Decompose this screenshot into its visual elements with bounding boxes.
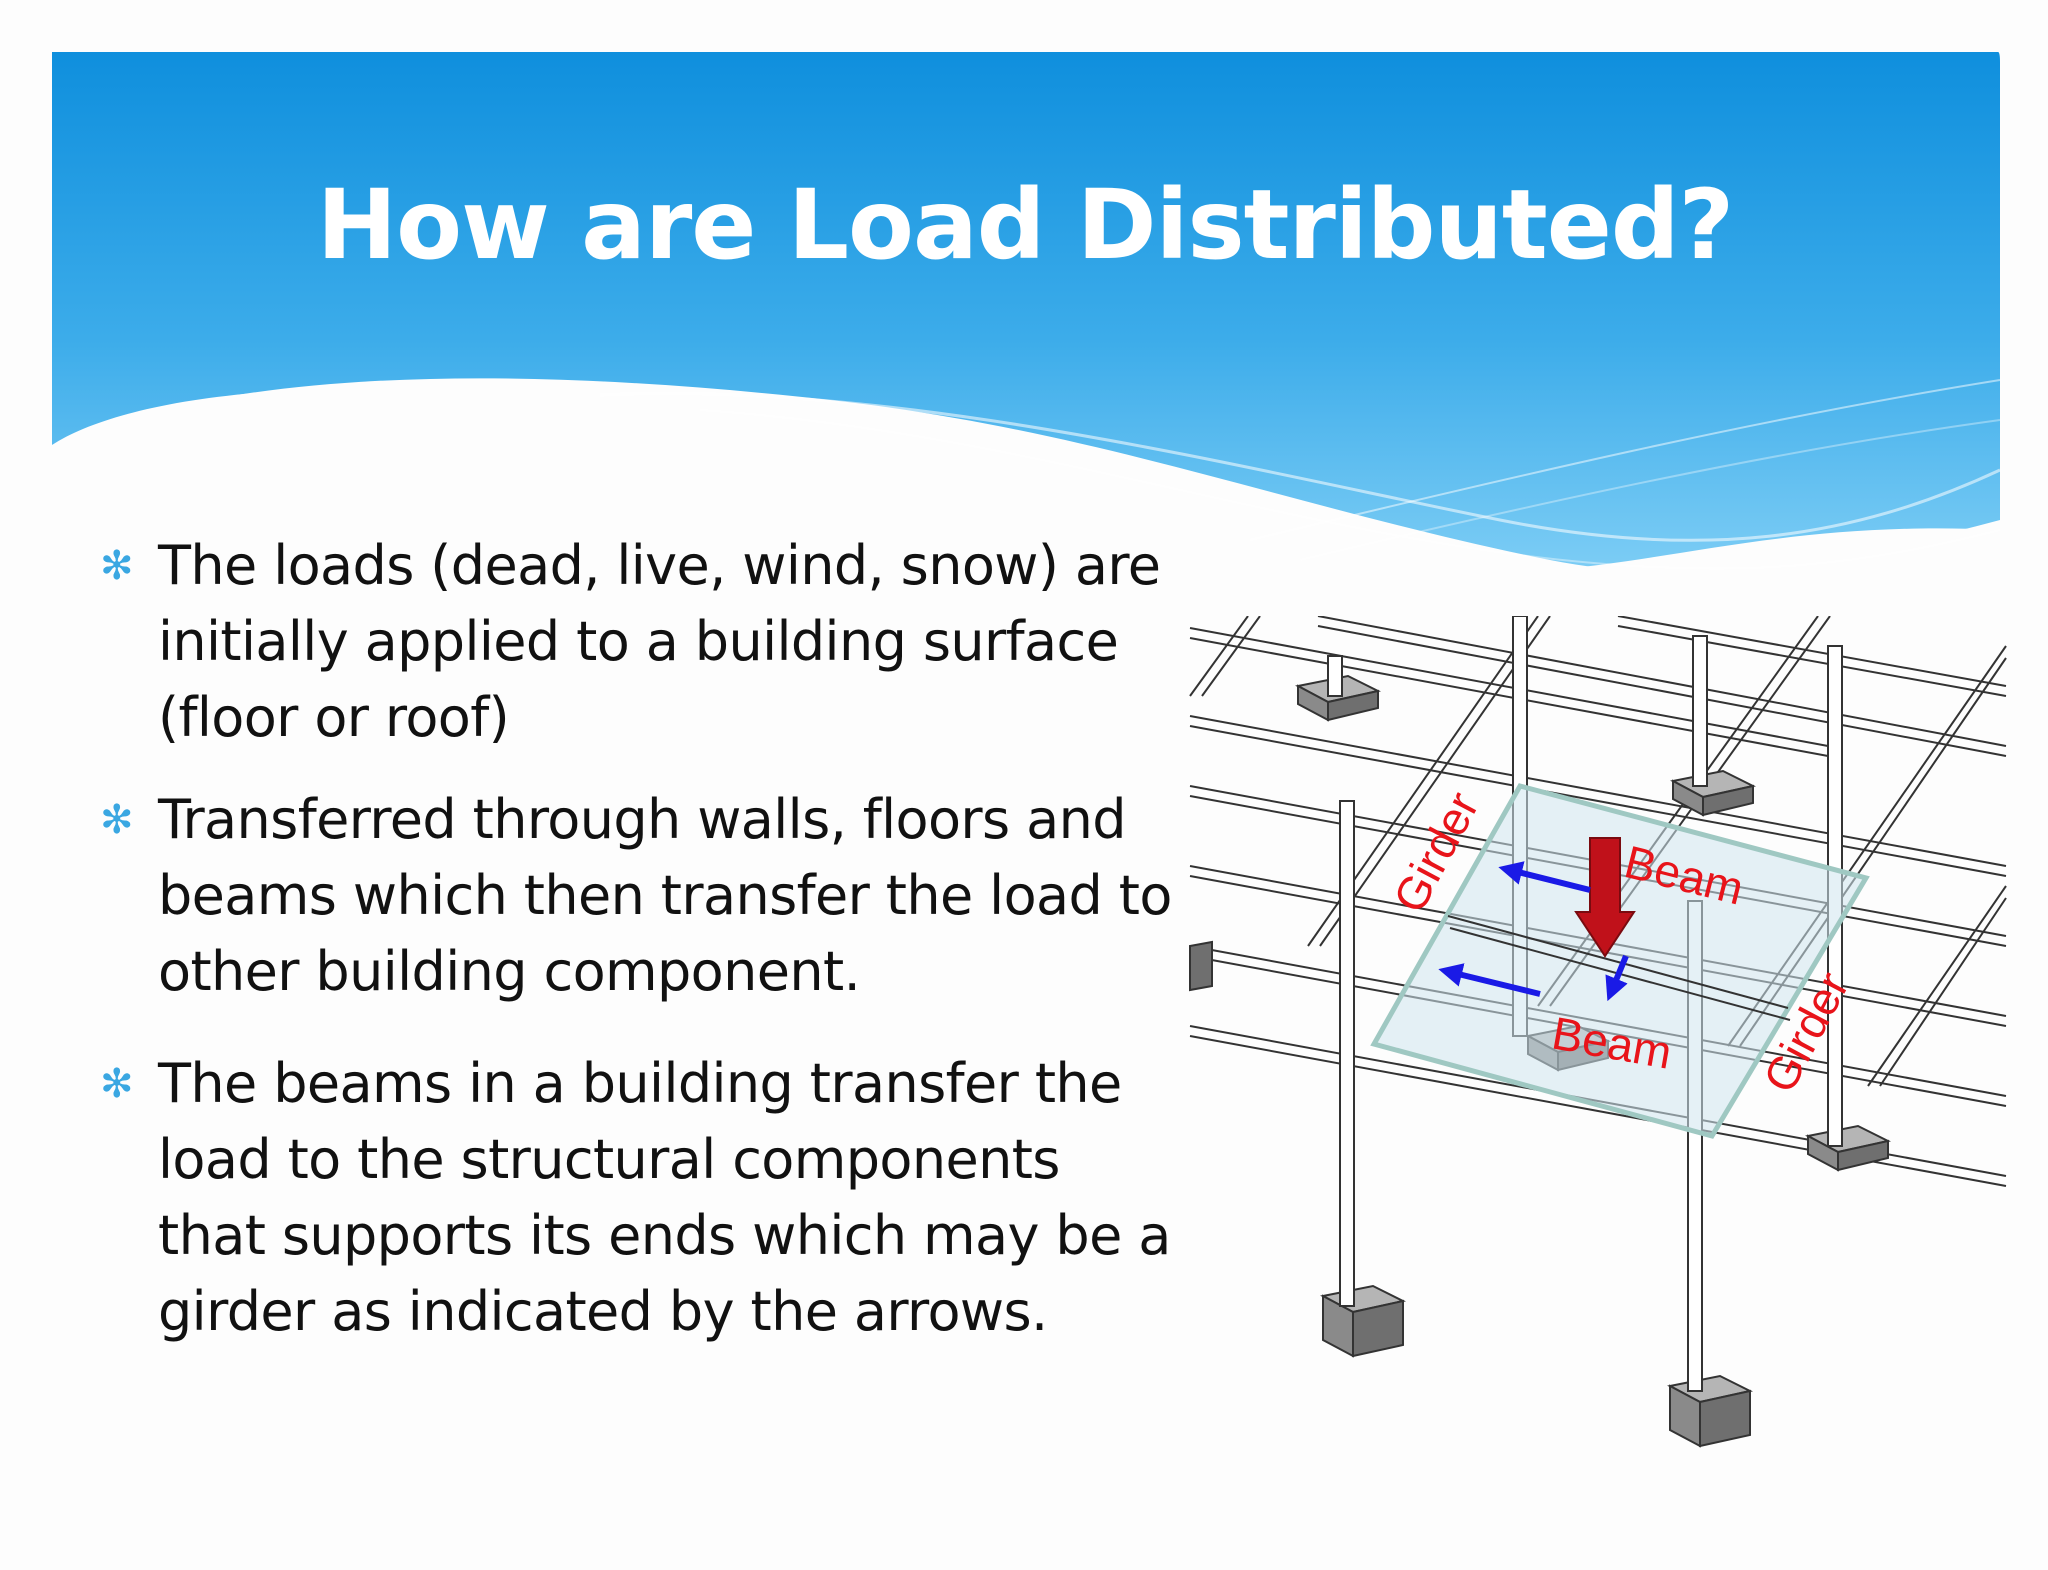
bullet-list: ✻ The loads (dead, live, wind, snow) are… [100, 528, 1180, 1350]
asterisk-bullet-icon: ✻ [100, 1061, 134, 1107]
load-arrow [1574, 837, 1636, 958]
bullet-text: Transferred through walls, floors and be… [158, 788, 1172, 1003]
asterisk-bullet-icon: ✻ [100, 797, 134, 843]
floor-panel [1370, 783, 1870, 1139]
structural-frame-diagram: Girder Beam Beam Girder [1189, 616, 2007, 1448]
slide-title: How are Load Distributed? [316, 169, 1734, 281]
header-wave-background [52, 52, 2001, 600]
bullet-item: ✻ The beams in a building transfer the l… [100, 1046, 1180, 1350]
bullet-item: ✻ The loads (dead, live, wind, snow) are… [100, 528, 1180, 756]
bullet-text: The loads (dead, live, wind, snow) are i… [158, 534, 1161, 749]
bullet-item: ✻ Transferred through walls, floors and … [100, 782, 1180, 1010]
asterisk-bullet-icon: ✻ [100, 543, 134, 589]
transfer-arrows [1438, 861, 1629, 1002]
bullet-text: The beams in a building transfer the loa… [158, 1052, 1171, 1343]
